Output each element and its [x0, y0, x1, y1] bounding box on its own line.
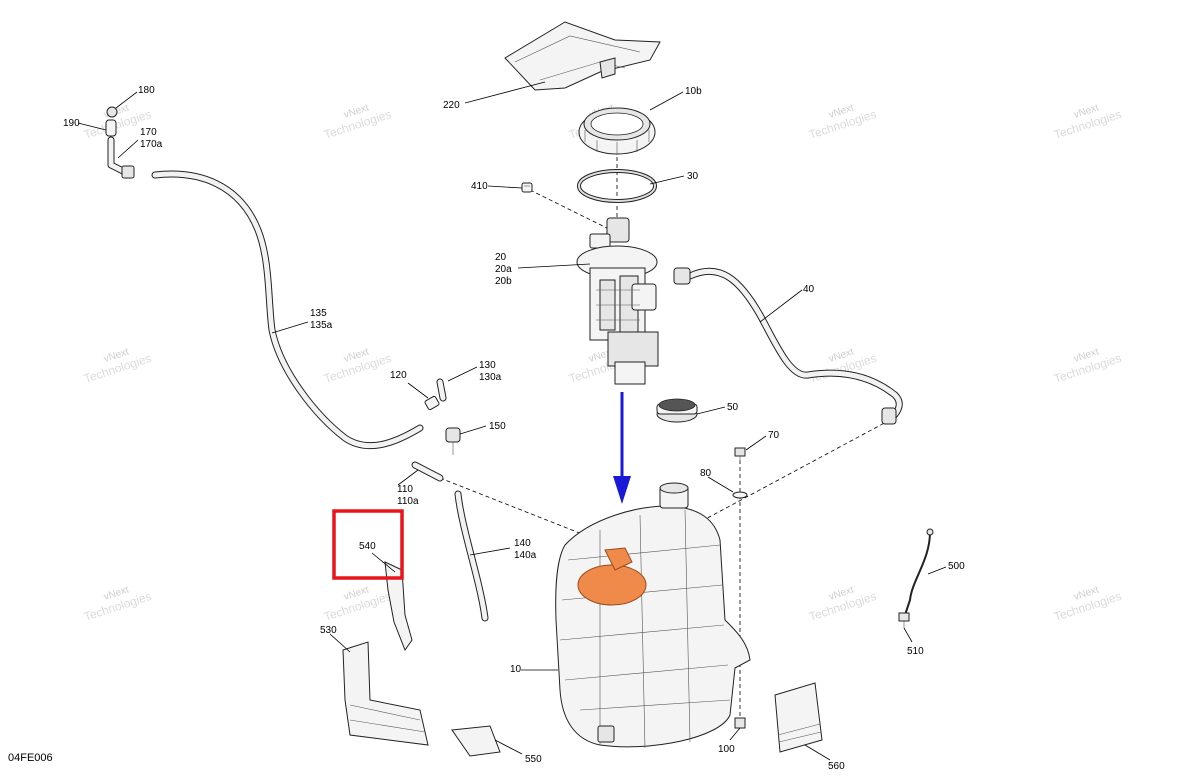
part-410-clip [521, 182, 533, 193]
callout-20a: 20a [495, 264, 512, 275]
part-500-510-sensor [898, 528, 934, 628]
part-550-shield [451, 725, 501, 757]
callout-180: 180 [138, 85, 155, 96]
part-530-heat-shield [342, 641, 429, 746]
callout-10: 10 [510, 664, 522, 675]
callout-510: 510 [907, 646, 924, 657]
part-150-grommet [445, 427, 461, 455]
assembly-arrow [613, 392, 631, 504]
part-135-vent-hose [151, 170, 424, 450]
part-140-filler-hose [454, 490, 489, 622]
callout-135a: 135a [310, 320, 333, 331]
callout-150: 150 [489, 421, 506, 432]
callout-540: 540 [359, 541, 376, 552]
callout-20: 20 [495, 252, 507, 263]
callout-530: 530 [320, 625, 337, 636]
watermark: vNext Technologies [807, 102, 878, 141]
callout-560: 560 [828, 761, 845, 772]
callout-80: 80 [700, 468, 712, 479]
watermark: vNext Technologies [1052, 584, 1123, 623]
part-560-pad [774, 682, 823, 753]
watermark: vNext Technologies [322, 346, 393, 385]
callout-140a: 140a [514, 550, 537, 561]
callout-130a: 130a [479, 372, 502, 383]
part-540-clip [384, 561, 413, 652]
leader-lines [77, 81, 947, 761]
watermark: vNext Technologies [1052, 346, 1123, 385]
callout-170: 170 [140, 127, 157, 138]
callout-10b: 10b [685, 86, 702, 97]
watermark: vNext Technologies [82, 346, 153, 385]
callout-170a: 170a [140, 139, 163, 150]
watermark: vNext Technologies [807, 584, 878, 623]
callout-50: 50 [727, 402, 739, 413]
callout-135: 135 [310, 308, 327, 319]
part-10-fuel-tank [555, 482, 751, 749]
part-40-fuel-line [673, 267, 903, 425]
watermark: vNext Technologies [82, 584, 153, 623]
watermark: vNext Technologies [322, 584, 393, 623]
callout-20b: 20b [495, 276, 512, 287]
part-20-fuel-pump [576, 217, 659, 385]
part-30-gasket [577, 169, 657, 203]
callout-70: 70 [768, 430, 780, 441]
callout-500: 500 [948, 561, 965, 572]
callout-100: 100 [718, 744, 735, 755]
highlight-box [332, 509, 404, 580]
part-220-shield-plate [504, 21, 661, 91]
callout-550: 550 [525, 754, 542, 765]
watermark: vNext Technologies [1052, 102, 1123, 141]
callout-110a: 110a [397, 496, 419, 507]
parts-120-130-fittings [424, 378, 447, 411]
part-110-hose [411, 461, 444, 482]
orange-highlight-tab [604, 547, 633, 571]
callout-120: 120 [390, 370, 407, 381]
callout-110: 110 [397, 484, 413, 495]
callout-410: 410 [471, 181, 488, 192]
callout-labels: 180 190 170 170a 220 10b 410 30 20 20a 2… [63, 85, 965, 772]
part-10b-lock-ring [578, 107, 656, 155]
callout-140: 140 [514, 538, 531, 549]
callout-130: 130 [479, 360, 496, 371]
callout-30: 30 [687, 171, 699, 182]
drawing-code: 04FE006 [8, 752, 53, 764]
parts-170-180-190-fittings [105, 106, 135, 179]
callout-220: 220 [443, 100, 460, 111]
callout-40: 40 [803, 284, 815, 295]
orange-highlight-part [577, 564, 647, 606]
watermark: vNext Technologies [322, 102, 393, 141]
callout-190: 190 [63, 118, 80, 129]
part-50-cap [656, 398, 698, 423]
